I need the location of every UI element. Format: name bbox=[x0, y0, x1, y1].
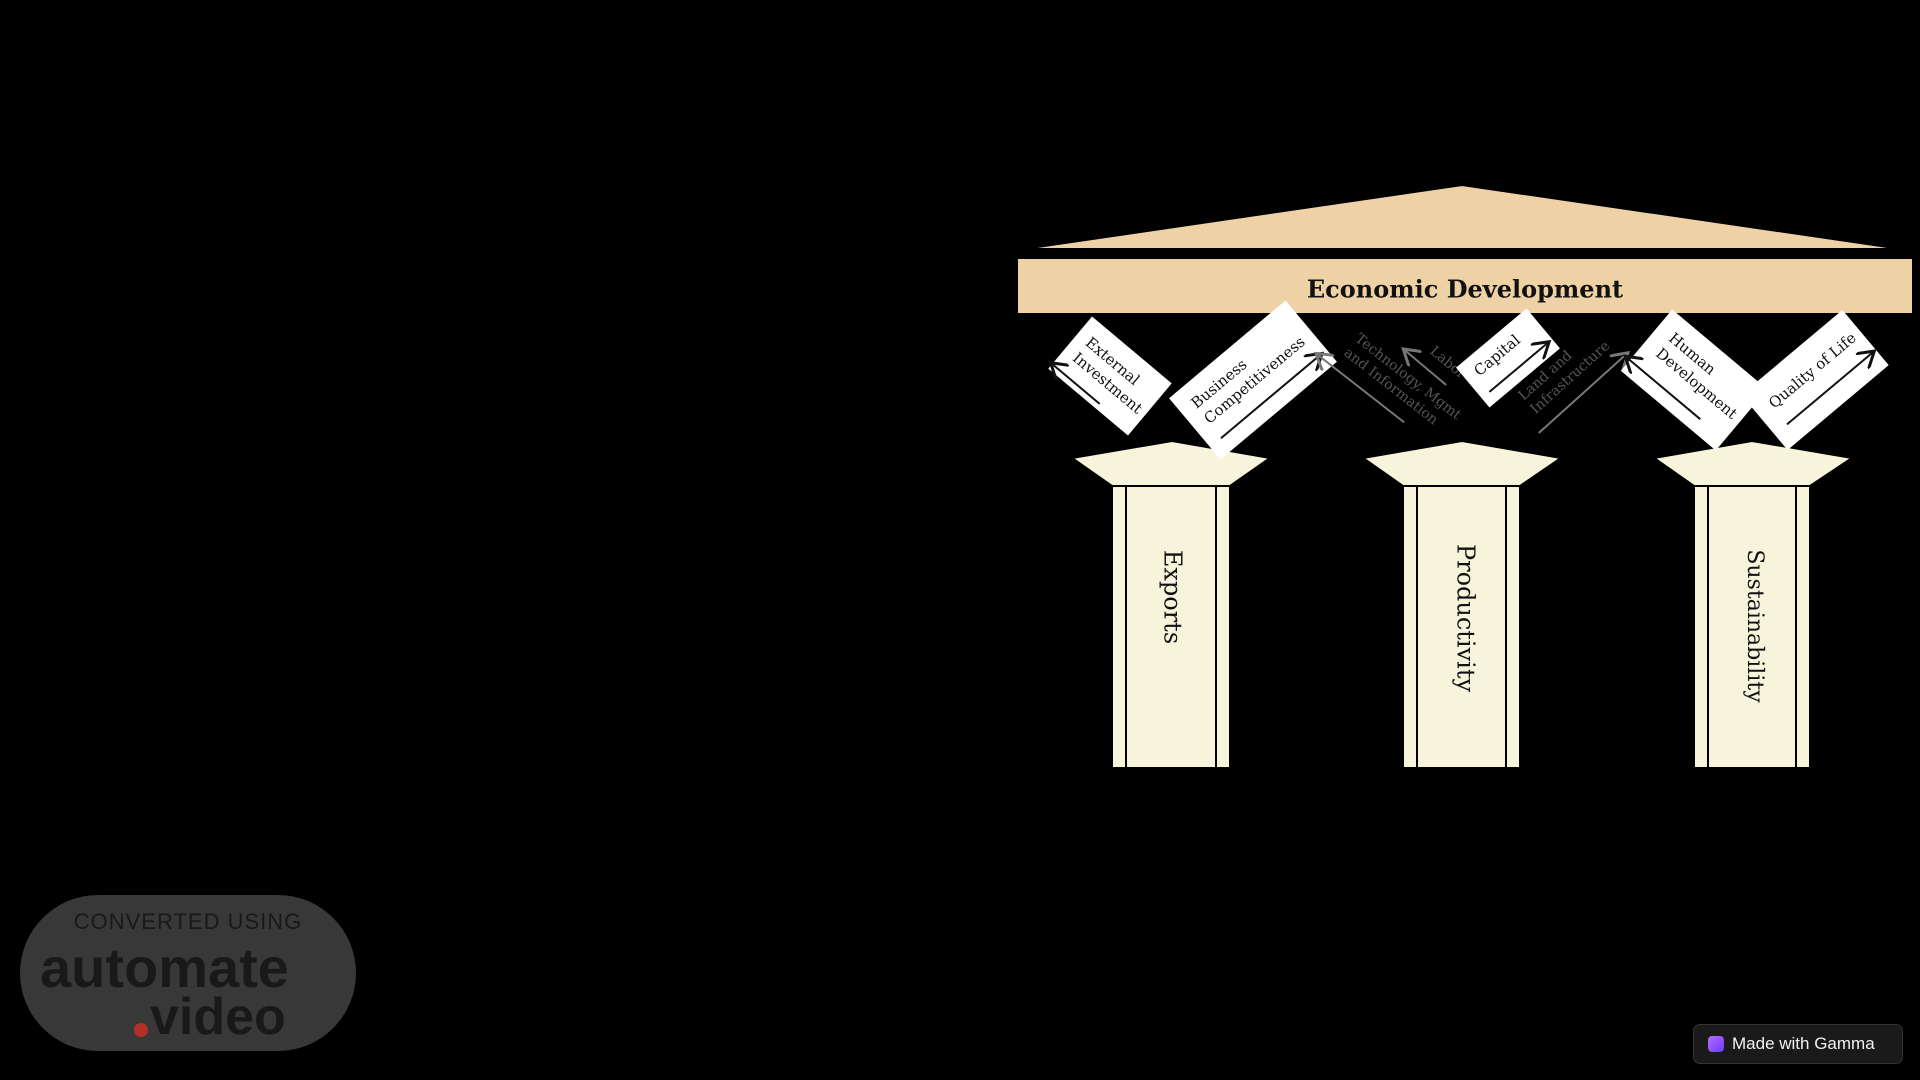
roof: Economic Development bbox=[1009, 181, 1916, 315]
automate-video-watermark: CONVERTED USING automate video bbox=[20, 895, 356, 1051]
watermark-automate: automate bbox=[40, 936, 289, 999]
pillar-capital-sustainability bbox=[1651, 439, 1855, 487]
roof-label: Economic Development bbox=[1307, 275, 1623, 304]
watermark-dot-icon bbox=[134, 1023, 148, 1037]
arrow-business-competitiveness bbox=[1220, 355, 1321, 440]
card-quality-of-life: Quality of Life bbox=[1741, 309, 1889, 451]
card-external-investment: External Investment bbox=[1048, 316, 1172, 436]
arrow-external-investment bbox=[1052, 364, 1101, 405]
card-human-development: Human Development bbox=[1620, 309, 1768, 451]
pillar-label-exports: Exports bbox=[1159, 550, 1187, 644]
gamma-logo-icon bbox=[1708, 1036, 1724, 1052]
pillar-exports: Exports bbox=[1069, 439, 1273, 769]
card-business-competitiveness: Business Competitiveness bbox=[1169, 300, 1337, 460]
pillar-sustainability: Sustainability bbox=[1651, 439, 1855, 769]
arrow-quality-of-life bbox=[1786, 352, 1873, 426]
pillar-label-sustainability: Sustainability bbox=[1742, 549, 1767, 703]
watermark-video: video bbox=[150, 988, 286, 1046]
pillar-label-productivity: Productivity bbox=[1452, 544, 1480, 693]
arrow-human-development bbox=[1627, 357, 1701, 420]
pillar-productivity: Productivity bbox=[1360, 439, 1564, 769]
arrow-technology bbox=[1318, 355, 1405, 424]
pillar-capital-productivity bbox=[1360, 439, 1564, 487]
arrow-labor bbox=[1405, 350, 1447, 386]
made-with-gamma-badge[interactable]: Made with Gamma bbox=[1693, 1024, 1903, 1064]
made-with-gamma-label: Made with Gamma bbox=[1732, 1034, 1875, 1053]
arrow-land bbox=[1538, 354, 1627, 434]
pillar-capital-exports bbox=[1069, 439, 1273, 487]
roof-pediment bbox=[1009, 181, 1916, 252]
roof-beam bbox=[1016, 257, 1914, 315]
watermark-converted-using: CONVERTED USING bbox=[73, 909, 303, 934]
arrow-capital bbox=[1488, 343, 1547, 393]
